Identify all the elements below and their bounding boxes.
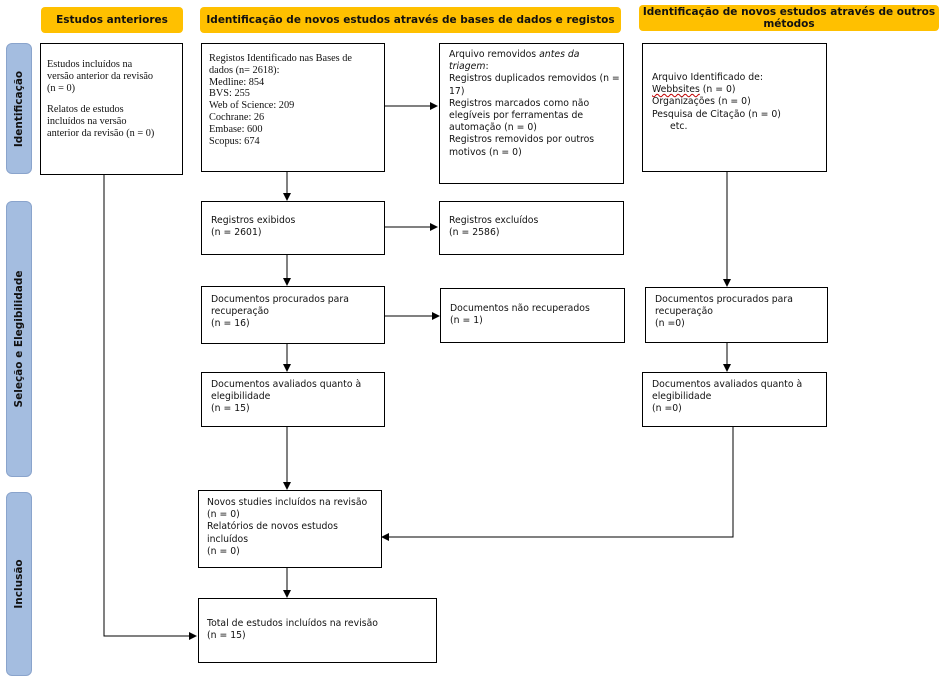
removed-box-line: automação (n = 0) (449, 122, 537, 134)
excluded-box-line: (n = 2586) (449, 227, 500, 239)
other-identified-line: etc. (670, 120, 688, 132)
other-sought-box-line: recuperação (655, 306, 713, 318)
arrow-previous-to-total (103, 175, 197, 640)
other-methods-identified-box: Arquivo Identificado de: Webbsites (n = … (642, 43, 827, 172)
other-assessed-box-line: (n =0) (652, 403, 682, 415)
new-studies-included-box: Novos studies incluídos na revisão (n = … (198, 490, 382, 568)
identified-box-line: BVS: 255 (209, 88, 250, 100)
identified-box-line: Medline: 854 (209, 76, 265, 88)
other-assessed-box-line: Documentos avaliados quanto à (652, 379, 803, 390)
previous-box-line: versão anterior da revisão (47, 70, 154, 82)
new-included-box-line: (n = 0) (207, 509, 240, 521)
previous-box-line: (n = 0) (47, 82, 76, 94)
new-included-box-line: Relatórios de novos estudos (207, 521, 338, 533)
screened-box-line: (n = 2601) (211, 227, 262, 239)
sought-box-line: recuperação (211, 306, 269, 318)
total-box-line: Total de estudos incluídos na revisão (207, 618, 378, 629)
records-screened-box: Registros exibidos (n = 2601) (201, 201, 385, 255)
phase-inclusion-label: Inclusão (6, 492, 32, 676)
header-database-identification: Identificação de novos estudos através d… (200, 7, 621, 33)
records-removed-box: Arquivo removidos antes da triagem: Regi… (439, 43, 624, 184)
total-box-line: (n = 15) (207, 630, 246, 642)
header-other-methods: Identificação de novos estudos através d… (639, 5, 939, 31)
previous-box-line: Estudos incluídos na (47, 59, 133, 70)
arrow-other-assessed-to-new-included (381, 426, 734, 541)
previous-box-line: incluídos na versão (47, 116, 127, 128)
other-identified-line: Pesquisa de Citação (n = 0) (652, 108, 781, 120)
new-included-box-line: incluídos (207, 533, 249, 545)
other-identified-line: Arquivo Identificado de: (652, 72, 763, 83)
other-identified-line: Organizações (n = 0) (652, 96, 751, 108)
assessed-box-line: (n = 15) (211, 403, 250, 415)
identified-box-line: Scopus: 674 (209, 135, 260, 147)
previous-box-line: anterior da revisão (n = 0) (47, 127, 155, 139)
records-identified-box: Registos Identificado nas Bases de dados… (201, 43, 385, 172)
records-excluded-box: Registros excluídos (n = 2586) (439, 201, 624, 255)
previous-studies-box: Estudos incluídos na versão anterior da … (40, 43, 183, 175)
other-sought-box-line: Documentos procurados para (655, 294, 793, 305)
phase-screening-label: Seleção e Elegibilidade (6, 201, 32, 477)
header-previous-studies: Estudos anteriores (41, 7, 183, 33)
removed-box-line: Arquivo removidos antes da (449, 49, 580, 60)
removed-box-line: triagem: (449, 61, 489, 73)
total-studies-included-box: Total de estudos incluídos na revisão (n… (198, 598, 437, 663)
other-identified-line: Webbsites (n = 0) (652, 84, 736, 96)
removed-box-line: Registros removidos por outros (449, 134, 595, 146)
not-retrieved-box-line: (n = 1) (450, 315, 483, 327)
reports-assessed-box: Documentos avaliados quanto à elegibilid… (201, 372, 385, 427)
not-retrieved-box-line: Documentos não recuperados (450, 303, 590, 314)
sought-box-line: Documentos procurados para (211, 294, 349, 305)
other-sought-box-line: (n =0) (655, 318, 685, 330)
new-included-box-line: Novos studies incluídos na revisão (207, 497, 368, 508)
new-included-box-line: (n = 0) (207, 545, 240, 557)
previous-box-line: Relatos de estudos (47, 104, 124, 116)
other-assessed-box-line: elegibilidade (652, 391, 712, 403)
removed-box-line: 17) (449, 85, 465, 97)
identified-box-line: dados (n= 2618): (209, 64, 280, 76)
phase-identification-label: Identificação (6, 43, 32, 174)
reports-sought-box: Documentos procurados para recuperação (… (201, 286, 385, 344)
removed-box-line: elegíveis por ferramentas de (449, 110, 584, 122)
identified-box-line: Cochrane: 26 (209, 111, 265, 123)
identified-box-line: Registos Identificado nas Bases de (209, 53, 352, 64)
removed-box-line: Registros duplicados removidos (n = (449, 73, 620, 85)
other-reports-assessed-box: Documentos avaliados quanto à elegibilid… (642, 372, 827, 427)
reports-not-retrieved-box: Documentos não recuperados (n = 1) (440, 288, 625, 343)
identified-box-line: Embase: 600 (209, 123, 263, 135)
removed-box-line: motivos (n = 0) (449, 146, 522, 158)
sought-box-line: (n = 16) (211, 318, 250, 330)
removed-box-line: Registros marcados como não (449, 97, 590, 109)
other-reports-sought-box: Documentos procurados para recuperação (… (645, 287, 828, 343)
excluded-box-line: Registros excluídos (449, 215, 539, 226)
assessed-box-line: elegibilidade (211, 391, 271, 403)
identified-box-line: Web of Science: 209 (209, 100, 295, 112)
assessed-box-line: Documentos avaliados quanto à (211, 379, 362, 390)
screened-box-line: Registros exibidos (211, 215, 296, 226)
